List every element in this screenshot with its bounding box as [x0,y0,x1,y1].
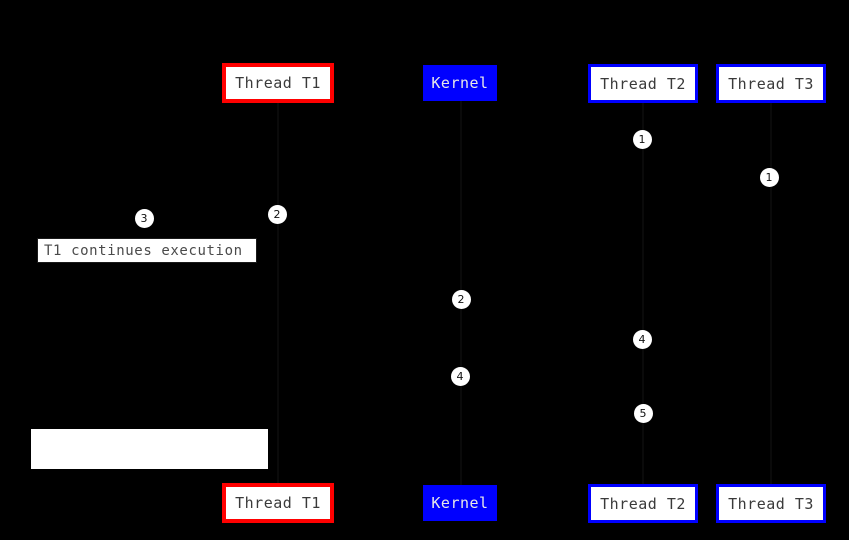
note-text: T1 continues execution [44,242,243,259]
step-marker-2-4: 2 [451,289,471,309]
lifeline-0 [277,103,279,483]
participant-top-kernel[interactable]: Kernel [423,65,497,101]
participant-bottom-thread-t1[interactable]: Thread T1 [222,483,334,523]
step-marker-4-5: 4 [632,329,652,349]
participant-top-thread-t3[interactable]: Thread T3 [716,64,826,103]
participant-label: Thread T3 [728,74,814,93]
participant-bottom-thread-t2[interactable]: Thread T2 [588,484,698,523]
step-marker-1-1: 1 [759,167,779,187]
step-marker-5-7: 5 [633,403,653,423]
participant-top-thread-t1[interactable]: Thread T1 [222,63,334,103]
participant-label: Thread T2 [600,494,686,513]
step-marker-3-3: 3 [134,208,154,228]
step-marker-2-2: 2 [267,204,287,224]
step-marker-1-0: 1 [632,129,652,149]
participant-bottom-thread-t3[interactable]: Thread T3 [716,484,826,523]
lifeline-2 [642,103,644,484]
participant-label: Thread T1 [235,494,321,512]
participant-label: Kernel [431,74,489,92]
participant-label: Thread T2 [600,74,686,93]
participant-top-thread-t2[interactable]: Thread T2 [588,64,698,103]
blank-note-box-0 [31,429,268,469]
participant-label: Thread T1 [235,74,321,92]
lifeline-3 [770,103,772,484]
participant-label: Thread T3 [728,494,814,513]
note-t1-continues-execution: T1 continues execution [37,238,257,263]
participant-bottom-kernel[interactable]: Kernel [423,485,497,521]
step-marker-4-6: 4 [450,366,470,386]
participant-label: Kernel [431,494,489,512]
